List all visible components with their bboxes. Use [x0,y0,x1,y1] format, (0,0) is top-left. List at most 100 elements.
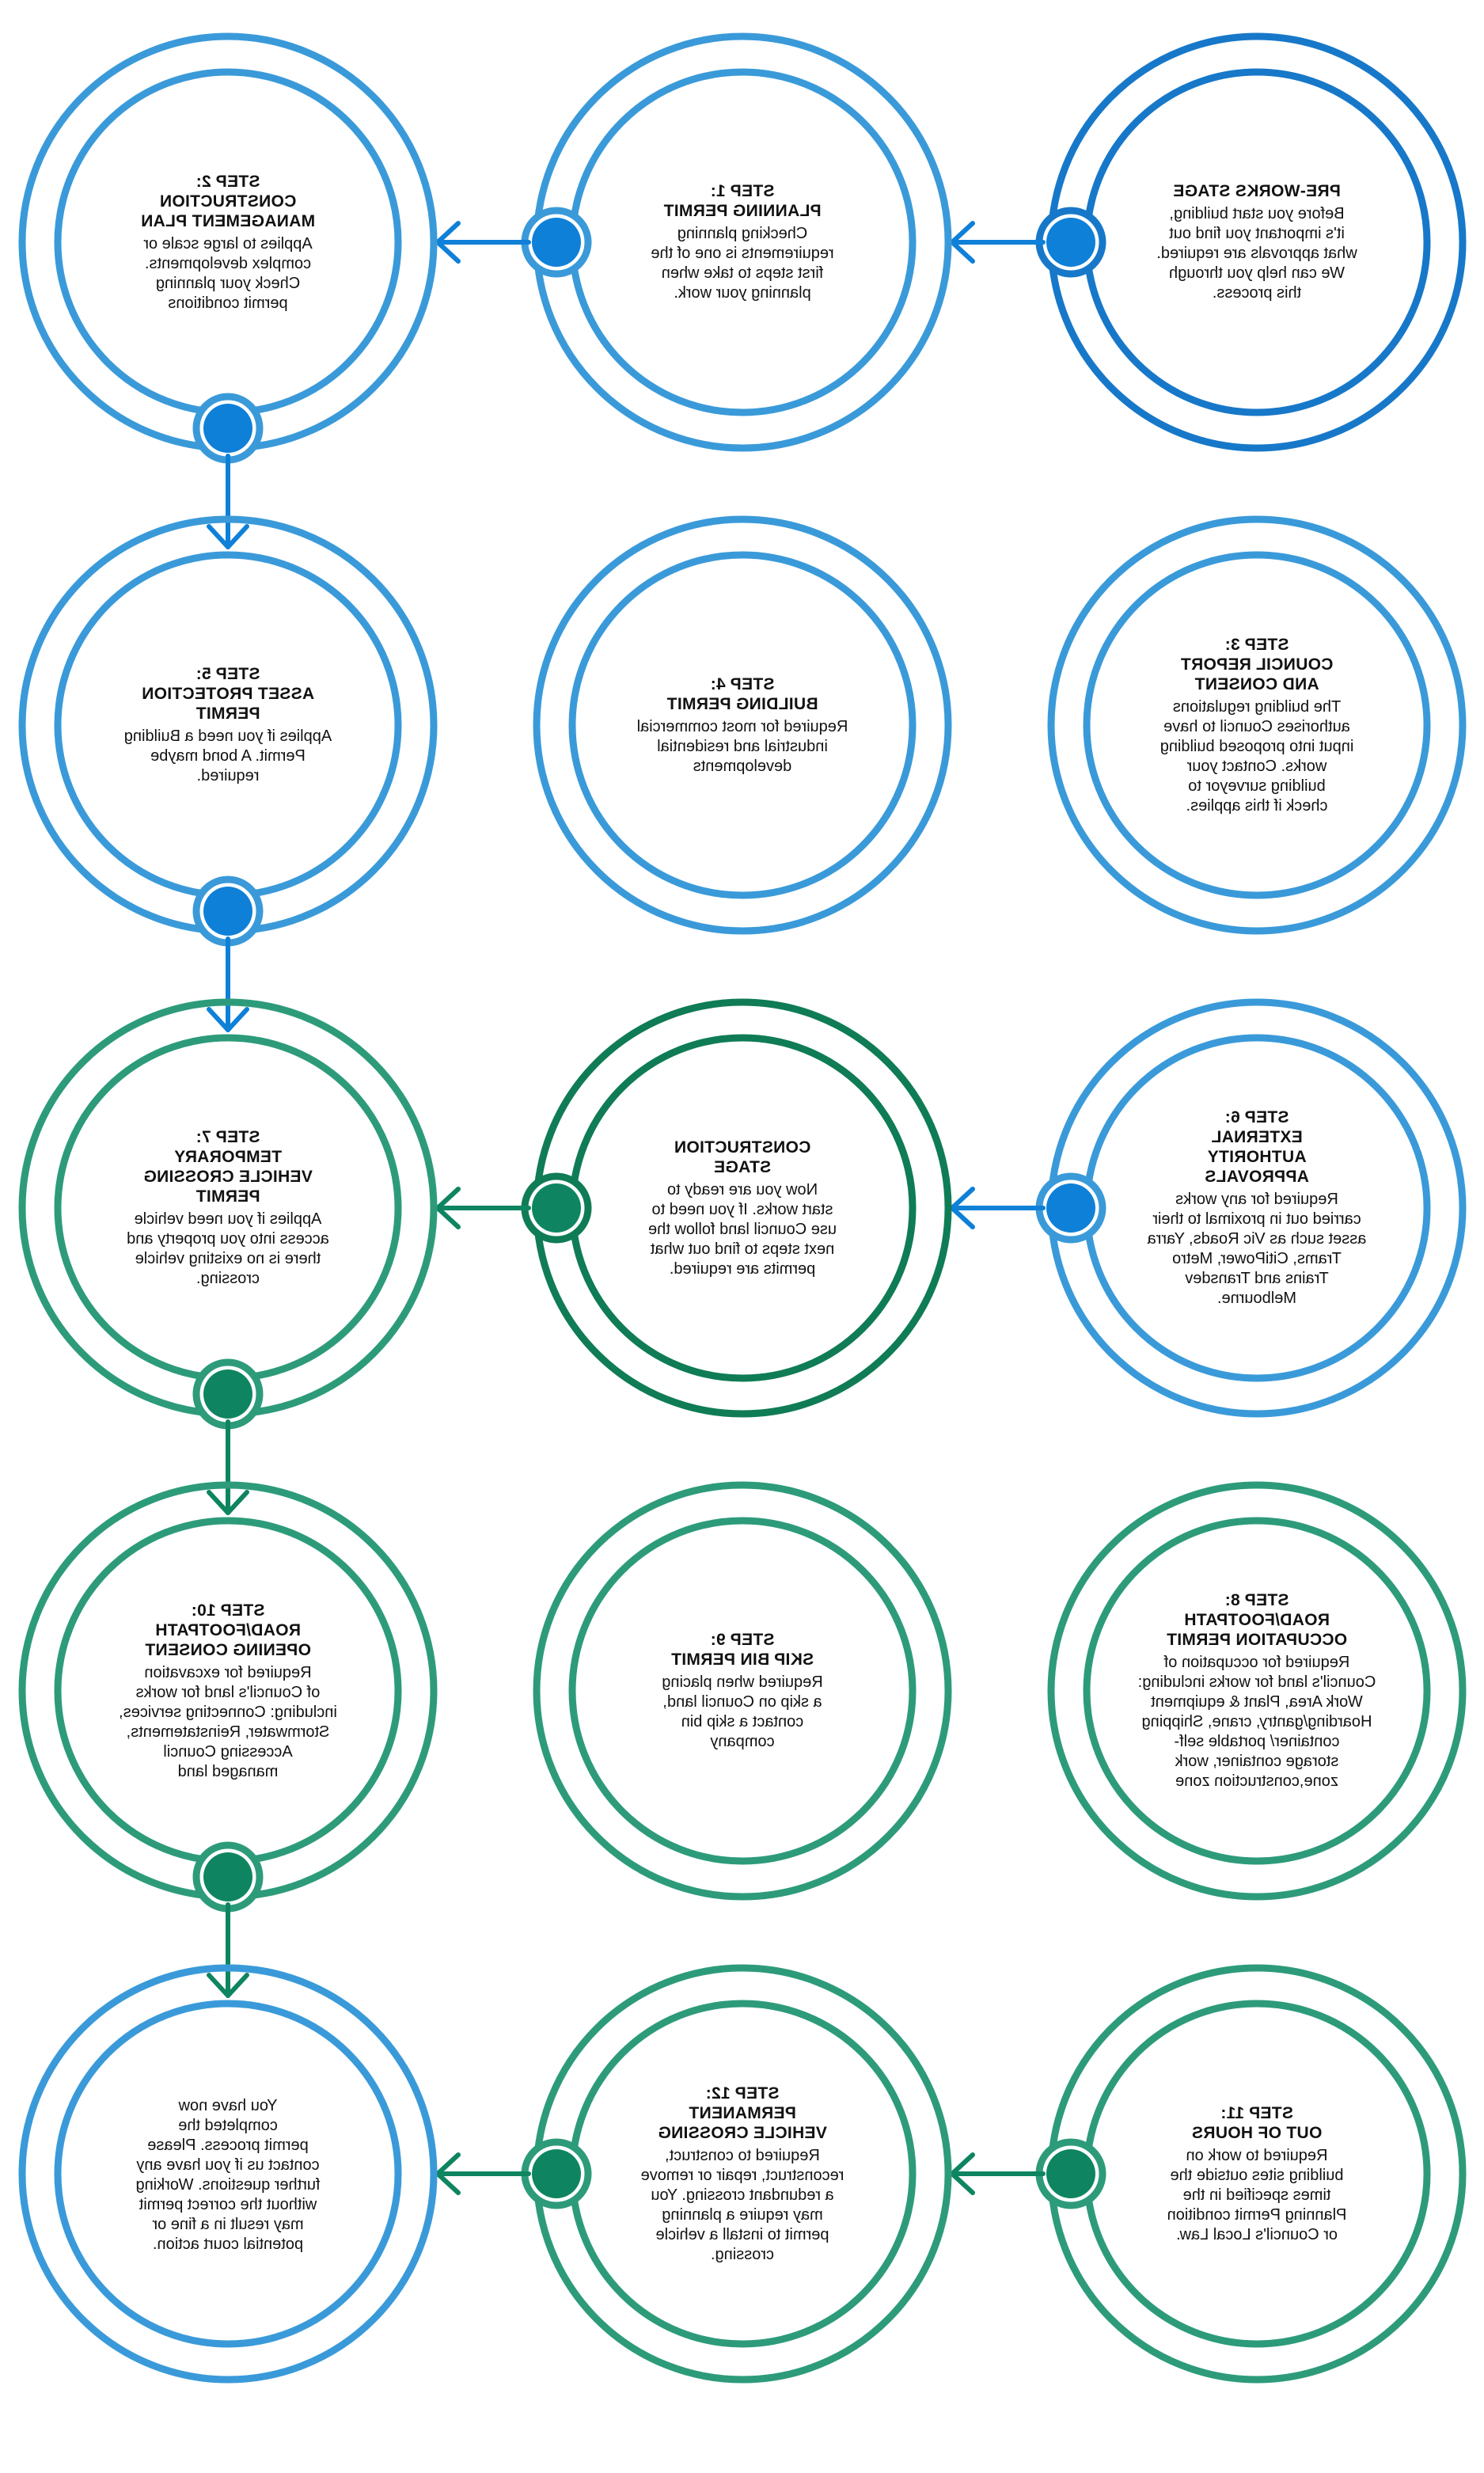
step-description: Required when placing a skip on Council … [662,1673,823,1750]
arrow-head-icon [950,2152,975,2195]
step-title-line: OPENING CONSENT [145,1640,311,1659]
step-title-line: PLANNING PERMIT [663,202,822,220]
step-description: Required to work on building sites outsi… [1167,2146,1347,2243]
arrow-head-icon [950,1187,975,1229]
step-title: STEP 6: EXTERNAL AUTHORITY APPROVALS [1205,1107,1309,1187]
step-title-line: STEP 12: [705,2084,780,2103]
step-description: Required to construct, reconstruct, repa… [640,2146,844,2263]
step-title-line: SKIP BIN PERMIT [670,1651,814,1669]
step-title: STEP 1: PLANNING PERMIT [663,181,821,221]
step-title-line: OUT OF HOURS [1191,2123,1323,2142]
step-circle-step-1 [435,32,952,452]
step-circle-step-11 [950,1964,1467,2384]
step-circle-step-5 [18,515,438,1032]
connector-dot [532,1183,581,1233]
connector-dot [532,2149,581,2198]
step-description: Applies if you need vehicle access into … [127,1210,329,1287]
step-title-line: AND CONSENT [1194,674,1319,693]
step-title-line: AUTHORITY [1207,1148,1307,1166]
step-text-complete: You have now completed the permit proces… [97,2031,359,2316]
inner-ring [568,551,917,899]
outer-ring [1047,1481,1467,1901]
connector-dot [203,1369,252,1419]
step-title: PRE-WORKS STAGE [1173,181,1341,201]
step-description: Now you are ready to start works. If you… [648,1180,837,1278]
step-title-line: STEP 4: [710,674,775,693]
step-title-line: OCCUPATION PERMIT [1166,1631,1348,1649]
step-title-line: PERMIT [195,705,260,723]
arrow-head-icon [435,221,461,264]
step-description: Before you start building, it's importan… [1156,205,1357,302]
step-title-line: PERMIT [195,1187,260,1206]
step-title-line: STEP 1: [710,182,775,200]
step-title-line: STEP 9: [710,1631,775,1649]
step-title-line: BUILDING PERMIT [666,694,818,713]
step-description: Required for any works carried out in pr… [1147,1191,1367,1307]
step-description: Checking planning requirements is one of… [651,225,834,302]
step-description: Applies to large scale or complex develo… [143,234,313,312]
step-title-line: MANAGEMENT PLAN [140,211,316,230]
step-title-line: APPROVALS [1205,1168,1309,1186]
step-circle-step-7 [18,998,438,1515]
step-circle-step-2 [18,32,438,549]
step-title-line: STEP 11: [1220,2103,1293,2122]
step-description: Required for most commercial industrial … [636,717,848,775]
arrow-head-icon [207,1973,249,1998]
step-title: STEP 4:BUILDING PERMIT [666,674,818,714]
step-description: Applies if you need a Building Permit. A… [123,727,332,784]
step-title-line: STEP 3: [1224,635,1289,654]
outer-ring [533,1481,952,1901]
step-title-line: ROAD/FOOTPATH [155,1620,301,1639]
connector-dot [1046,1183,1095,1233]
arrow-head-icon [950,221,975,264]
step-circle-step-8 [1047,1481,1467,1901]
step-circle-step-9 [533,1481,952,1901]
step-title-line: STEP 6: [1224,1108,1289,1126]
step-circle-construction [435,998,952,1418]
step-circle-complete [18,1964,438,2384]
step-title-line: CONSTRUCTION [674,1138,811,1157]
connector-dot [203,404,252,453]
step-circle-step-3 [1047,515,1467,935]
step-title: STEP 11:OUT OF HOURS [1192,2103,1323,2143]
step-title-line: STAGE [713,1157,772,1176]
step-text-step-9: STEP 9: SKIP BIN PERMIT Required when plac… [612,1548,873,1833]
step-circle-step-4 [533,515,952,935]
step-title-line: VEHICLE CROSSING [143,1168,313,1186]
arrow-head-icon [435,1187,461,1229]
inner-ring [568,1517,917,1865]
arrow-head-icon [435,2152,461,2195]
connector-dot [203,887,252,936]
step-title: STEP 9: SKIP BIN PERMIT [671,1630,814,1670]
step-title-line: EXTERNAL [1211,1128,1303,1146]
step-circle-step-6 [950,998,1467,1418]
step-title-line: PRE-WORKS STAGE [1173,182,1341,200]
step-title-line: ASSET PROTECTION [141,685,315,703]
step-title-line: STEP 2: [195,172,260,191]
outer-ring [18,1964,438,2384]
arrow-head-icon [207,1490,249,1515]
outer-ring [533,515,952,935]
step-text-pre-works: PRE-WORKS STAGE Before you start building… [1126,100,1387,385]
step-title-line: COUNCIL REPORT [1180,655,1334,674]
arrow-head-icon [207,1007,249,1032]
inner-ring [1083,551,1431,899]
connector-dot [1046,2149,1095,2198]
step-title-line: CONSTRUCTION [159,192,297,211]
